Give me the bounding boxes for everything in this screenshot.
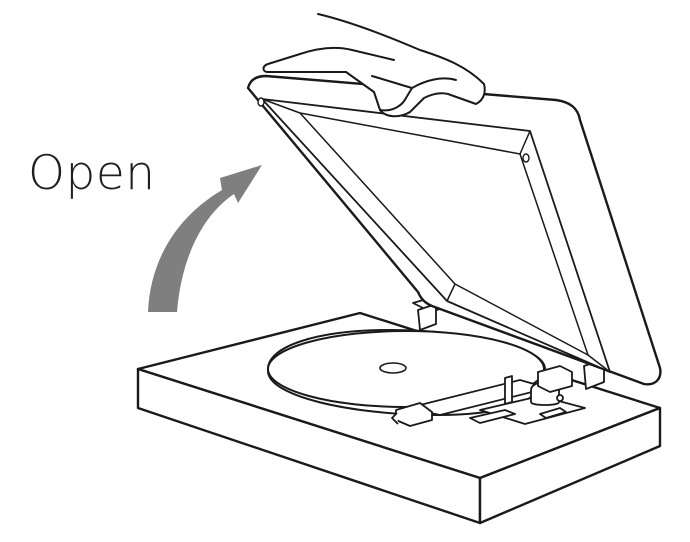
- open-label: Open: [28, 146, 156, 201]
- dust-cover-icon: [246, 74, 662, 386]
- hand-icon: [262, 13, 486, 118]
- tonearm-icon: [391, 365, 586, 427]
- curved-arrow-icon: [148, 165, 262, 312]
- platter: [267, 328, 546, 417]
